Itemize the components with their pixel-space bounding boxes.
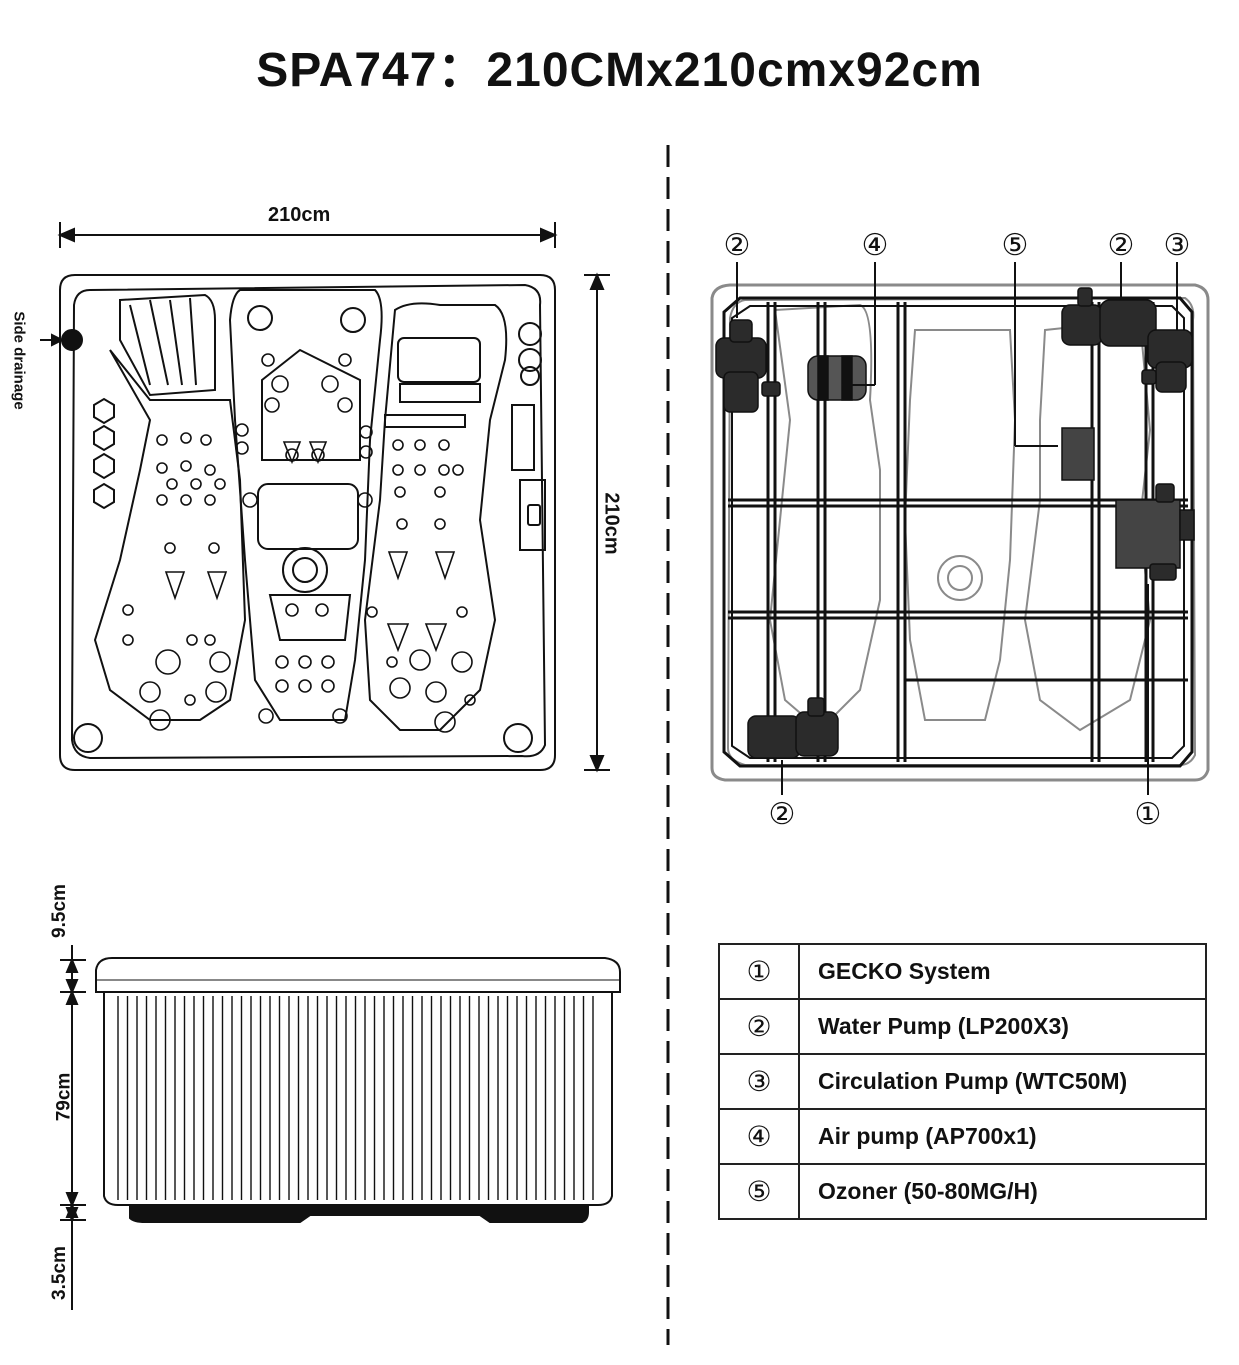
callout-ozoner: ⑤: [1001, 229, 1029, 262]
legend-number: ①: [718, 943, 800, 1000]
water-pump-icon: [747, 697, 839, 759]
legend-row: ③ Circulation Pump (WTC50M): [718, 1053, 1207, 1110]
arrow-left-icon: [57, 227, 75, 243]
seat-right: [363, 302, 508, 731]
legend-text: Water Pump (LP200X3): [798, 998, 1207, 1055]
circulation-pump-icon: [1141, 329, 1193, 393]
frame-outer: [722, 296, 1194, 768]
callout-water-pump: ②: [768, 798, 796, 831]
legend-text: GECKO System: [798, 943, 1207, 1000]
pillow-lines: [129, 297, 197, 386]
ozoner-icon: [1061, 427, 1095, 481]
legend-row: ⑤ Ozoner (50-80MG/H): [718, 1163, 1207, 1220]
callout-gecko-system: ①: [1134, 798, 1162, 831]
headrest-middle: [261, 348, 361, 461]
legend-row: ④ Air pump (AP700x1): [718, 1108, 1207, 1165]
callout-leaders: [736, 262, 1178, 795]
spa-top-edge: [95, 957, 621, 993]
side-drainage-icon: [61, 329, 83, 351]
page-title: SPA747：210CMx210cmx92cm: [256, 44, 983, 97]
side-view: [60, 945, 621, 1310]
callout-water-pump: ②: [723, 229, 751, 262]
seat-left: [93, 349, 247, 721]
callout-water-pump: ②: [1107, 229, 1135, 262]
legend-row: ② Water Pump (LP200X3): [718, 998, 1207, 1055]
cup-holder-icon: [73, 723, 103, 753]
air-pump-icon: [807, 355, 867, 401]
cup-holder-icon: [503, 723, 533, 753]
water-pump-icon: [715, 319, 781, 413]
cabinet-panels: [117, 996, 594, 1200]
dim-middle-label: 79cm: [53, 1072, 75, 1122]
legend-number: ②: [718, 998, 800, 1055]
dim-top-label: 9.5cm: [48, 884, 70, 938]
water-pump-icon: [1061, 287, 1157, 347]
arrow-right-icon: [540, 227, 558, 243]
gecko-system-icon: [1115, 483, 1195, 581]
air-controls: [93, 397, 115, 510]
legend-row: ① GECKO System: [718, 943, 1207, 1000]
spa-inner-rim: [70, 283, 547, 760]
top-view: [40, 222, 610, 773]
legend-text: Air pump (AP700x1): [798, 1108, 1207, 1165]
headrest-right: [399, 383, 481, 403]
callout-circulation-pump: ③: [1163, 229, 1191, 262]
legend-number: ⑤: [718, 1163, 800, 1220]
legend-text: Ozoner (50-80MG/H): [798, 1163, 1207, 1220]
pillow-right: [397, 337, 481, 383]
spa-outer-shell: [59, 274, 556, 771]
side-drainage-label: Side drainage: [10, 311, 28, 410]
jets-top-view: [122, 353, 476, 733]
legend-number: ③: [718, 1053, 800, 1110]
legend-text: Circulation Pump (WTC50M): [798, 1053, 1207, 1110]
callout-air-pump: ④: [861, 229, 889, 262]
pillow-left: [119, 293, 216, 397]
armrest-middle: [257, 483, 359, 550]
control-panel: [519, 479, 546, 551]
triangle-jets: [164, 441, 456, 653]
arrow-up-icon: [589, 272, 605, 290]
width-label: 210cm: [268, 204, 331, 226]
step-right: [384, 414, 466, 428]
center-jet-ring: [282, 547, 328, 593]
control-panel-slot: [511, 404, 535, 471]
legend-number: ④: [718, 1108, 800, 1165]
dim-bottom-label: 3.5cm: [48, 1246, 70, 1300]
equipment-legend-table: ① GECKO System ② Water Pump (LP200X3) ③ …: [718, 943, 1207, 1220]
arrow-down-icon: [589, 755, 605, 773]
spa-base: [129, 1204, 589, 1223]
footrest-middle: [268, 594, 352, 641]
spa-outline-gray: [710, 283, 1210, 782]
length-label: 210cm: [600, 492, 623, 555]
center-jet: [292, 557, 318, 583]
equipment-components: [715, 287, 1195, 759]
